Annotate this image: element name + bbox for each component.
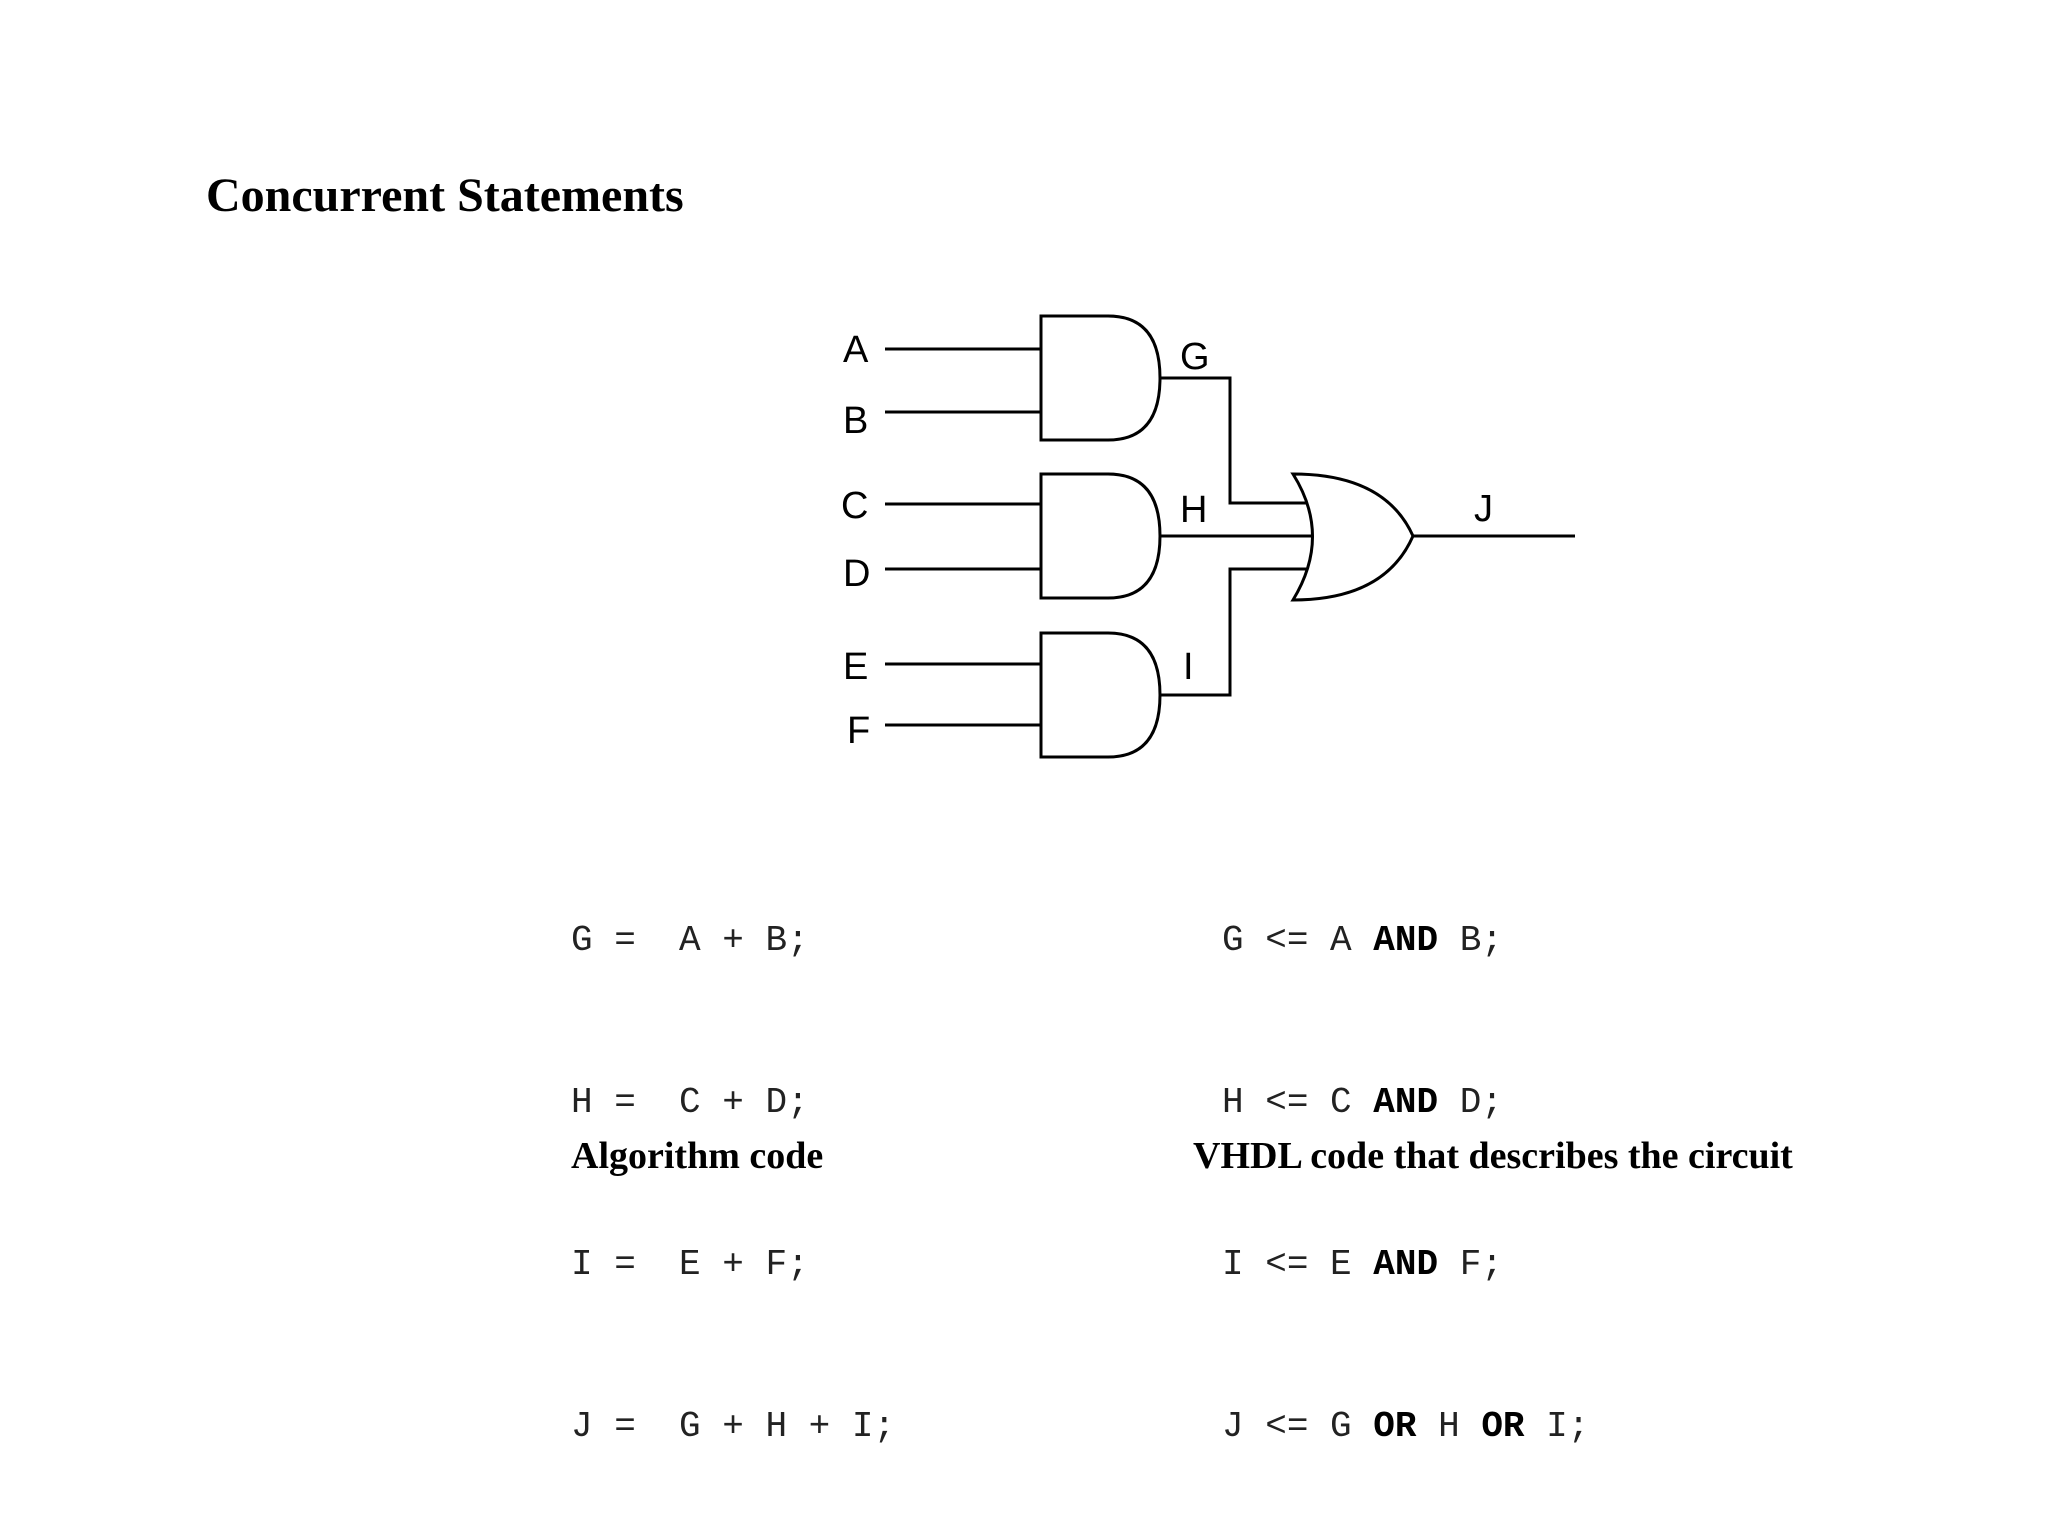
code-operator: = bbox=[614, 1082, 636, 1123]
input-wires bbox=[885, 347, 1041, 727]
code-operand: C bbox=[1330, 1082, 1352, 1123]
and-gate-h bbox=[1039, 472, 1162, 600]
label-j: J bbox=[1474, 488, 1493, 530]
code-lhs: H bbox=[1222, 1082, 1244, 1123]
code-operator: <= bbox=[1265, 1082, 1309, 1123]
code-operand: H bbox=[1438, 1406, 1460, 1447]
and-gate-g bbox=[1039, 314, 1162, 442]
label-a: A bbox=[843, 329, 869, 371]
code-operand: G bbox=[1330, 1406, 1352, 1447]
code-operand: E bbox=[1330, 1244, 1352, 1285]
code-operand: F; bbox=[1459, 1244, 1503, 1285]
vhdl-keyword: AND bbox=[1373, 1244, 1439, 1285]
vhdl-code-caption: VHDL code that describes the circuit bbox=[1193, 1135, 1793, 1177]
label-b: B bbox=[843, 400, 868, 442]
wire-g bbox=[1160, 376, 1322, 505]
code-operand: A bbox=[1330, 920, 1352, 961]
code-rhs: G + H + I; bbox=[679, 1406, 896, 1447]
page-title: Concurrent Statements bbox=[206, 169, 684, 222]
code-operator: = bbox=[614, 1244, 636, 1285]
intermediate-wires bbox=[1160, 376, 1322, 697]
label-i: I bbox=[1183, 646, 1194, 688]
vhdl-keyword: AND bbox=[1373, 920, 1439, 961]
vhdl-keyword: OR bbox=[1373, 1406, 1417, 1447]
code-rhs: A + B; bbox=[679, 920, 809, 961]
code-operator: = bbox=[614, 920, 636, 961]
algorithm-code-block: G = A + B; H = C + D; I = E + F; J = G +… bbox=[571, 806, 895, 1508]
label-h: H bbox=[1180, 489, 1207, 531]
code-lhs: I bbox=[1222, 1244, 1244, 1285]
code-operand: B; bbox=[1459, 920, 1503, 961]
code-lhs: G bbox=[1222, 920, 1244, 961]
vhdl-code-block: G <= A AND B; H <= C AND D; I <= E AND F… bbox=[1222, 806, 1589, 1508]
code-rhs: C + D; bbox=[679, 1082, 809, 1123]
code-rhs: E + F; bbox=[679, 1244, 809, 1285]
vhdl-keyword: AND bbox=[1373, 1082, 1439, 1123]
vhdl-keyword: OR bbox=[1481, 1406, 1525, 1447]
vhdl-code-line: I <= E AND F; bbox=[1222, 1238, 1589, 1292]
label-e: E bbox=[843, 646, 868, 688]
algorithm-code-line: H = C + D; bbox=[571, 1076, 895, 1130]
wire-i bbox=[1160, 567, 1322, 697]
algorithm-code-line: J = G + H + I; bbox=[571, 1400, 895, 1454]
label-f: F bbox=[847, 710, 870, 752]
code-operator: <= bbox=[1265, 1406, 1309, 1447]
code-operand: D; bbox=[1459, 1082, 1503, 1123]
vhdl-code-line: H <= C AND D; bbox=[1222, 1076, 1589, 1130]
label-d: D bbox=[843, 553, 870, 595]
and-gate-i bbox=[1039, 631, 1162, 759]
code-lhs: G bbox=[571, 920, 593, 961]
algorithm-code-caption: Algorithm code bbox=[571, 1135, 824, 1177]
code-lhs: J bbox=[1222, 1406, 1244, 1447]
label-g: G bbox=[1180, 336, 1210, 378]
code-lhs: H bbox=[571, 1082, 593, 1123]
code-operator: <= bbox=[1265, 1244, 1309, 1285]
algorithm-code-line: G = A + B; bbox=[571, 914, 895, 968]
code-lhs: I bbox=[571, 1244, 593, 1285]
code-operand: I; bbox=[1546, 1406, 1590, 1447]
algorithm-code-line: I = E + F; bbox=[571, 1238, 895, 1292]
code-lhs: J bbox=[571, 1406, 593, 1447]
code-operator: = bbox=[614, 1406, 636, 1447]
label-c: C bbox=[841, 485, 868, 527]
vhdl-code-line: J <= G OR H OR I; bbox=[1222, 1400, 1589, 1454]
or-gate-j bbox=[1290, 472, 1415, 602]
code-operator: <= bbox=[1265, 920, 1309, 961]
vhdl-code-line: G <= A AND B; bbox=[1222, 914, 1589, 968]
